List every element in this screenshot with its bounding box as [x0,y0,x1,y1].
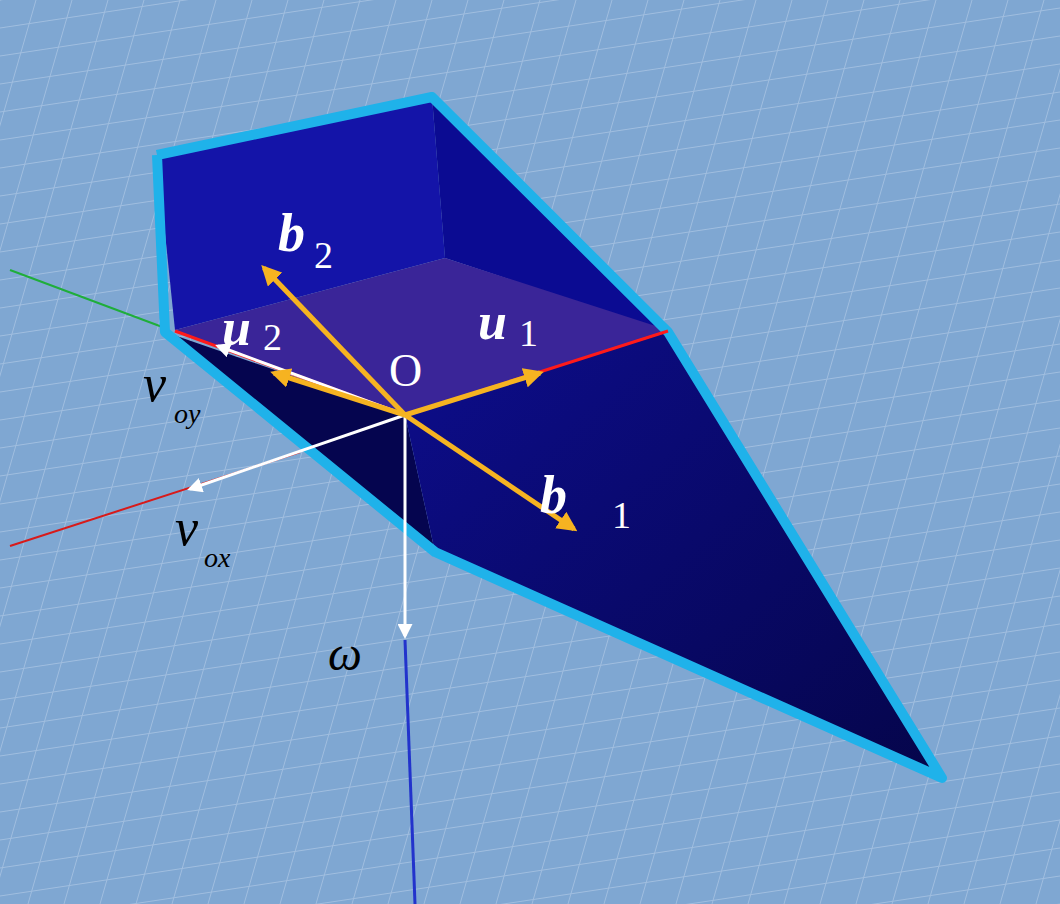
origin-label: O [389,348,422,394]
grid-line [0,0,1060,56]
grid-line [0,820,1060,904]
u1-arrow [405,373,540,415]
vector-letter: b [540,468,567,522]
voy-arrow [218,346,405,415]
grid-line [856,0,1060,904]
grid-line [1036,0,1060,904]
grid-line [0,0,72,904]
grid-line [0,0,1060,140]
vox-arrow [190,415,405,489]
grid-line [0,876,1060,904]
front-right-face [405,332,942,778]
grid-line [0,0,180,904]
subscript: 1 [612,496,631,534]
subscript: oy [174,400,200,428]
edge-u2 [175,331,405,415]
omega-arrow [404,415,407,636]
grid-line [0,0,216,904]
vector-letter: u [222,302,251,354]
grid-line [928,0,1060,904]
vector-letter: u [478,296,507,348]
subscript: 1 [519,314,538,352]
velocity-letter: v [175,502,198,554]
grid-line [0,0,252,904]
grid-line [964,0,1060,904]
subscript: ox [204,544,230,572]
grid-line [0,0,108,904]
outline [157,97,942,778]
grid-line [0,848,1060,904]
vector-letter: b [278,206,305,260]
subscript: 2 [263,318,282,356]
subscript: 2 [314,236,333,274]
z-axis [405,640,415,904]
grid-line [748,0,1008,904]
y-axis [10,270,165,328]
u2-arrow [274,373,405,415]
omega-label: ω [328,630,362,678]
velocity-letter: v [143,358,166,410]
b1-arrow [405,415,574,529]
grid-line [0,792,1060,904]
grid-line [1000,0,1060,904]
b2-arrow [264,268,405,415]
grid-line [0,0,1060,112]
